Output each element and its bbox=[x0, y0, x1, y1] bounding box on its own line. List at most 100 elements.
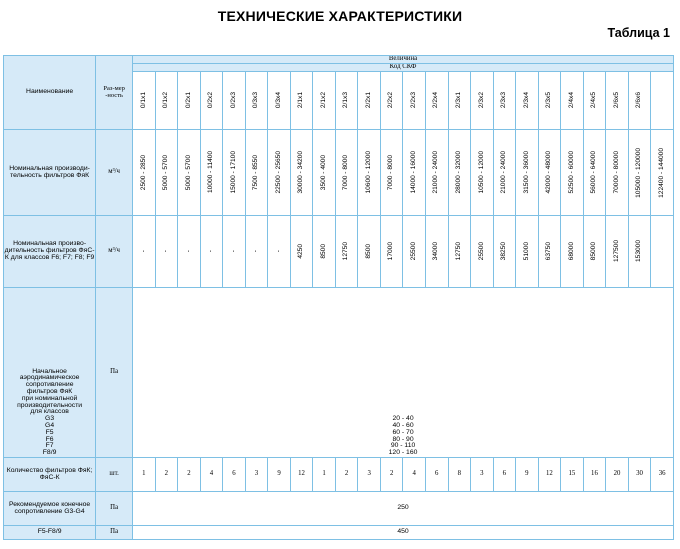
table-label: Таблица 1 bbox=[607, 26, 670, 40]
nominal-fyak-value-9: 7000 - 8000 bbox=[334, 129, 359, 216]
count-value-7: 12 bbox=[289, 457, 314, 492]
resistance-name-line: Начальное bbox=[32, 367, 67, 375]
nominal-fyak-value-2: 5000 - 5700 bbox=[177, 129, 201, 216]
code-cell-21: 2/6x5 bbox=[605, 71, 629, 130]
nominal-fyak-value-17: 31500 - 36000 bbox=[515, 129, 539, 216]
nominal-fyask-value-3: - bbox=[199, 215, 224, 288]
row-name-final-f: F5-F8/9 bbox=[2, 525, 97, 540]
nominal-fyask-value-15: 25500 bbox=[470, 215, 494, 288]
count-value-22: 30 bbox=[627, 457, 652, 492]
code-cell-20: 2/4x5 bbox=[582, 71, 607, 130]
count-value-9: 2 bbox=[334, 457, 359, 492]
nominal-fyak-value-3: 10000 - 11400 bbox=[199, 129, 224, 216]
code-cell-8: 2/1x2 bbox=[312, 71, 336, 130]
resistance-name-line: G4 bbox=[45, 422, 55, 430]
count-value-16: 6 bbox=[492, 457, 517, 492]
nominal-fyak-value-6: 22500 - 25650 bbox=[267, 129, 291, 216]
code-cell-19: 2/4x4 bbox=[560, 71, 584, 130]
count-value-13: 6 bbox=[424, 457, 449, 492]
row-name-count: Количество фильтров ФяК; ФяС-К bbox=[2, 457, 97, 492]
resistance-name-line: производительности bbox=[17, 401, 83, 409]
specifications-table: Наименование Раз-мер-ность Величина Код … bbox=[2, 55, 674, 540]
count-value-17: 9 bbox=[515, 457, 539, 492]
code-cell-empty bbox=[650, 71, 674, 130]
count-value-2: 2 bbox=[177, 457, 201, 492]
code-cell-15: 2/3x2 bbox=[470, 71, 494, 130]
nominal-fyask-value-19: 68000 bbox=[560, 215, 584, 288]
row-unit-final-g: Па bbox=[95, 491, 134, 526]
nominal-fyask-value-10: 8500 bbox=[357, 215, 381, 288]
header-name: Наименование bbox=[2, 55, 97, 130]
count-value-8: 1 bbox=[312, 457, 336, 492]
resistance-name-line: для классов bbox=[30, 408, 69, 416]
nominal-fyak-value-21: 70000 - 80000 bbox=[605, 129, 629, 216]
code-cell-9: 2/1x3 bbox=[334, 71, 359, 130]
nominal-fyak-value-14: 28000 - 32000 bbox=[447, 129, 472, 216]
header-unit: Раз-мер-ность bbox=[95, 55, 134, 130]
nominal-fyask-value-4: - bbox=[222, 215, 246, 288]
code-cell-2: 0/2x1 bbox=[177, 71, 201, 130]
nominal-fyask-value-18: 63750 bbox=[537, 215, 562, 288]
resistance-name-line: F5 bbox=[45, 428, 54, 436]
nominal-fyak-value-22: 105000 - 120000 bbox=[627, 129, 652, 216]
code-cell-22: 2/6x6 bbox=[627, 71, 652, 130]
nominal-fyask-value-11: 17000 bbox=[379, 215, 404, 288]
final-f-value: 450 bbox=[132, 525, 674, 540]
code-cell-0: 0/1x1 bbox=[132, 71, 156, 130]
count-value-6: 9 bbox=[267, 457, 291, 492]
nominal-fyask-value-8: 8500 bbox=[312, 215, 336, 288]
count-value-3: 4 bbox=[199, 457, 224, 492]
nominal-fyak-value-23: 122400 - 144000 bbox=[650, 129, 674, 216]
nominal-fyask-value-21: 127500 bbox=[605, 215, 629, 288]
code-cell-1: 0/1x2 bbox=[154, 71, 179, 130]
nominal-fyask-value-9: 12750 bbox=[334, 215, 359, 288]
nominal-fyak-value-4: 15000 - 17100 bbox=[222, 129, 246, 216]
nominal-fyask-value-7: 4250 bbox=[289, 215, 314, 288]
resistance-name-line: сопротивление bbox=[25, 381, 74, 389]
nominal-fyak-value-5: 7500 - 8550 bbox=[244, 129, 269, 216]
header-code-label: Код СКФ bbox=[132, 63, 674, 72]
nominal-fyak-value-10: 10600 - 12000 bbox=[357, 129, 381, 216]
nominal-fyask-value-17: 51000 bbox=[515, 215, 539, 288]
count-value-15: 3 bbox=[470, 457, 494, 492]
row-name-nominal-fyask: Номинальная произво-дительность фильтров… bbox=[2, 215, 97, 288]
resistance-name-line: фильтров ФяК bbox=[26, 388, 73, 396]
code-cell-3: 0/2x2 bbox=[199, 71, 224, 130]
nominal-fyask-value-22: 153000 bbox=[627, 215, 652, 288]
code-cell-17: 2/3x4 bbox=[515, 71, 539, 130]
nominal-fyak-value-20: 56000 - 64000 bbox=[582, 129, 607, 216]
resistance-name-line: F8/9 bbox=[42, 449, 57, 457]
nominal-fyak-value-0: 2500 - 2850 bbox=[132, 129, 156, 216]
nominal-fyask-value-13: 34000 bbox=[424, 215, 449, 288]
resistance-name-line: G3 bbox=[45, 415, 55, 423]
row-unit-final-f: Па bbox=[95, 525, 134, 540]
resistance-name-line: при номинальной bbox=[21, 394, 78, 402]
count-value-19: 15 bbox=[560, 457, 584, 492]
row-unit-nominal-fyask: м³/ч bbox=[95, 215, 134, 288]
code-cell-6: 0/3x4 bbox=[267, 71, 291, 130]
code-cell-13: 2/2x4 bbox=[424, 71, 449, 130]
row-name-final-g: Рекомендуемое конечное сопротивление G3-… bbox=[2, 491, 97, 526]
count-value-10: 3 bbox=[357, 457, 381, 492]
resistance-value-line: 120 - 160 bbox=[388, 449, 418, 457]
nominal-fyak-value-12: 14000 - 16000 bbox=[402, 129, 426, 216]
resistance-name-line: аэродинамическое bbox=[19, 374, 80, 382]
nominal-fyak-value-18: 42000 - 48000 bbox=[537, 129, 562, 216]
resistance-value-line: 80 - 90 bbox=[392, 435, 414, 443]
code-cell-14: 2/3x1 bbox=[447, 71, 472, 130]
row-name-nominal-fyak: Номинальная производи-тельность фильтров… bbox=[2, 129, 97, 216]
nominal-fyask-value-16: 38250 bbox=[492, 215, 517, 288]
resistance-value-line: 60 - 70 bbox=[392, 428, 414, 436]
count-value-18: 12 bbox=[537, 457, 562, 492]
code-cell-12: 2/2x3 bbox=[402, 71, 426, 130]
row-unit-nominal-fyak: м³/ч bbox=[95, 129, 134, 216]
code-cell-7: 2/1x1 bbox=[289, 71, 314, 130]
nominal-fyask-value-20: 85000 bbox=[582, 215, 607, 288]
count-value-23: 36 bbox=[650, 457, 674, 492]
resistance-value-line: 40 - 60 bbox=[392, 422, 414, 430]
count-value-0: 1 bbox=[132, 457, 156, 492]
code-cell-18: 2/3x5 bbox=[537, 71, 562, 130]
nominal-fyask-value-6: - bbox=[267, 215, 291, 288]
